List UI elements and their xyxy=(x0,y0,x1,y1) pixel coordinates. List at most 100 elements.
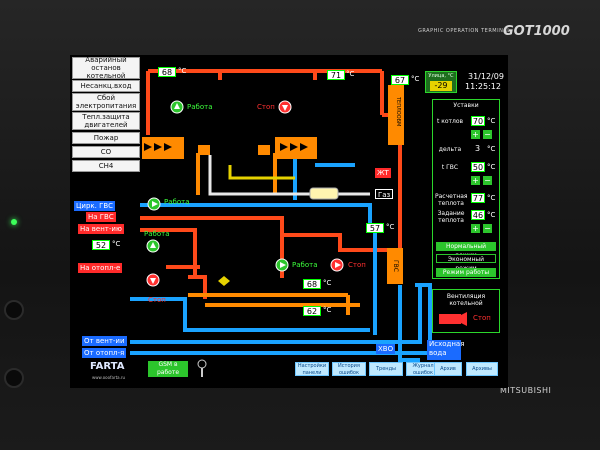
trends-button[interactable]: Тренды xyxy=(369,362,403,376)
brand-model: GOT1000 xyxy=(503,24,570,39)
target-heat-label: Задание теплота xyxy=(437,210,465,224)
temp-bottom-unit: °С xyxy=(323,306,332,314)
mode-normal-button[interactable]: Нормальный режим xyxy=(436,242,496,259)
operation-mode-button[interactable]: Режим работы xyxy=(436,268,496,277)
mode-econ-button[interactable]: Экономный режим xyxy=(436,254,496,272)
pump-top1-icon[interactable] xyxy=(170,100,184,114)
alarm-co[interactable]: CO xyxy=(72,146,140,158)
calc-heat-label: Расчетная теплота xyxy=(435,193,468,207)
tag-khvo: ХВО xyxy=(376,344,396,354)
pump-heat1-status: Работа xyxy=(144,230,170,238)
farta-website: www.ooofarta.ru xyxy=(92,375,126,380)
outside-temp-value: -29 xyxy=(430,81,452,91)
delta-value: 3 xyxy=(475,144,481,153)
alarm-ch4[interactable]: CH4 xyxy=(72,160,140,172)
gvs-setpoint-inc-button[interactable]: + xyxy=(471,176,480,185)
boiler-setpoint-value: 70 xyxy=(471,116,485,126)
temp-top-left-value: 68 xyxy=(158,67,176,77)
gvs-setpoint-unit: °С xyxy=(487,163,496,171)
boiler-left xyxy=(142,137,184,159)
control-line xyxy=(228,165,295,180)
pump-mid1-icon[interactable] xyxy=(275,258,289,272)
pump-top1-status: Работа xyxy=(187,103,213,111)
pump-mid1-status: Работа xyxy=(292,261,318,269)
calc-heat-value: 77 xyxy=(471,193,485,203)
gsm-status-button[interactable]: GSM в работе xyxy=(148,361,188,377)
screw-bottom xyxy=(4,368,24,388)
ventilation-title: Вентиляция котельной xyxy=(446,293,486,307)
temp-top-right-value: 67 xyxy=(391,75,409,85)
three-way-valve xyxy=(218,276,230,286)
alarm-fire[interactable]: Пожар xyxy=(72,132,140,144)
tag-to-gvs: На ГВС xyxy=(86,212,116,222)
gvs-setpoint-value: 50 xyxy=(471,162,485,172)
archives-button[interactable]: Архивы xyxy=(466,362,498,376)
tag-from-heating: От отопл-я xyxy=(82,348,127,358)
tag-gas: Газ xyxy=(375,189,394,199)
boiler-setpoint-unit: °С xyxy=(487,117,496,125)
pump-heat2-status: Стоп xyxy=(148,296,166,304)
ventilation-panel: Вентиляция котельной Стоп xyxy=(432,289,500,333)
brand-caption: GRAPHIC OPERATION TERMINAL xyxy=(418,28,511,34)
tag-circ-gvs: Цирк. ГВС xyxy=(74,201,116,211)
temp-right-loop-unit: °С xyxy=(386,223,395,231)
temp-top-left-unit: °С xyxy=(178,67,187,75)
tag-zhit: ЖТ xyxy=(375,168,391,178)
alarm-power-failure[interactable]: Сбой электропитания xyxy=(72,93,140,111)
screw-top xyxy=(4,300,24,320)
tag-from-vent: От вент-ии xyxy=(82,336,127,346)
tag-to-vent: На вент-ию xyxy=(78,224,124,234)
delta-unit: °С xyxy=(487,145,496,153)
target-heat-inc-button[interactable]: + xyxy=(471,224,480,233)
target-heat-dec-button[interactable]: − xyxy=(483,224,492,233)
power-led xyxy=(11,219,17,225)
gas-line xyxy=(208,155,370,196)
delta-label: дельта xyxy=(438,146,462,153)
temp-right-loop-value: 57 xyxy=(366,223,384,233)
fan-icon[interactable] xyxy=(439,312,469,326)
temp-top-mid-unit: °С xyxy=(346,70,355,78)
pump-circ-status: Работа xyxy=(164,198,190,206)
alarm-emergency-stop[interactable]: Аварийный остaнов котельной xyxy=(72,56,140,80)
alarm-motor-protection[interactable]: Тепл.защита двигателей xyxy=(72,112,140,130)
temp-supply-unit: °С xyxy=(112,240,121,248)
temp-top-mid-value: 71 xyxy=(327,70,345,80)
outside-temp-panel: Улица, °С -29 xyxy=(425,71,457,93)
tag-source-water: Исходная вода xyxy=(427,340,464,360)
pump-heat2-icon[interactable] xyxy=(146,273,160,287)
tag-to-heating: На отопл-е xyxy=(78,263,123,273)
settings-title: Уставки xyxy=(453,102,479,109)
heat-exchanger-label: ТЕПЛООБМ xyxy=(395,97,401,127)
pump-circ-icon[interactable] xyxy=(147,197,161,211)
boiler-setpoint-dec-button[interactable]: − xyxy=(483,130,492,139)
pump-mid2-status: Стоп xyxy=(348,261,366,269)
archive-button[interactable]: Архив xyxy=(434,362,462,376)
ventilation-status: Стоп xyxy=(473,314,491,322)
gvs-tank: ГВС xyxy=(387,248,403,284)
pump-mid2-icon[interactable] xyxy=(330,258,344,272)
temp-bottom-value: 62 xyxy=(303,306,321,316)
maker-label: MITSUBISHI xyxy=(500,386,552,395)
heat-exchanger xyxy=(388,85,404,145)
pump-top2-status: Стоп xyxy=(257,103,275,111)
gas-valve xyxy=(309,187,339,200)
outside-temp-label: Улица, °С xyxy=(428,73,454,79)
gvs-setpoint-label: t ГВС xyxy=(441,164,459,171)
settings-panel: Уставки t котлов 70 °С + − дельта 3 °С t… xyxy=(432,99,500,279)
gvs-setpoint-dec-button[interactable]: − xyxy=(483,176,492,185)
temp-mid-value: 68 xyxy=(303,279,321,289)
hmi-screen: Аварийный остaнов котельной Несанкц.вход… xyxy=(70,55,508,388)
pump-top2-icon[interactable] xyxy=(278,100,292,114)
pump-heat1-icon[interactable] xyxy=(146,239,160,253)
date-display: 31/12/09 xyxy=(468,72,504,81)
process-diagram xyxy=(130,69,432,362)
boiler-setpoint-inc-button[interactable]: + xyxy=(471,130,480,139)
temp-supply-value: 52 xyxy=(92,240,110,250)
boiler-setpoint-label: t котлов xyxy=(436,118,464,125)
panel-settings-button[interactable]: Настройки панели xyxy=(295,362,329,376)
target-heat-unit: °С xyxy=(487,211,496,219)
error-history-button[interactable]: История ошибок xyxy=(332,362,366,376)
alarm-unauthorized-entry[interactable]: Несанкц.вход xyxy=(72,80,140,92)
target-heat-value: 46 xyxy=(471,210,485,220)
temp-top-right-unit: °С xyxy=(411,75,420,83)
